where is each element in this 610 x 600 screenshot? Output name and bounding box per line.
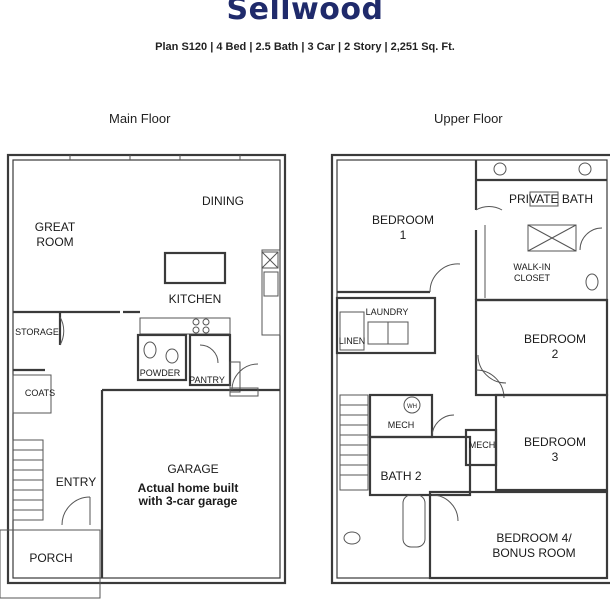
garage-label: GARAGE <box>167 462 218 476</box>
bedroom-3-label-2: 3 <box>552 450 559 464</box>
plan-specs: Plan S120 | 4 Bed | 2.5 Bath | 3 Car | 2… <box>155 41 455 53</box>
plan-title: Sellwood <box>226 0 384 27</box>
porch <box>0 529 101 599</box>
mech-room-1 <box>368 393 434 439</box>
entry-door <box>61 496 91 526</box>
kitchen-island <box>163 251 227 285</box>
upper-floor-plan <box>330 153 610 585</box>
pantry <box>188 333 232 387</box>
toilet-icon <box>343 531 361 545</box>
garage-note-line-1: Actual home built <box>138 481 239 495</box>
private-bath-label: PRIVATE BATH <box>509 192 593 206</box>
walk-in-closet-label-1: WALK-IN <box>513 262 550 272</box>
sink-icon <box>263 271 279 297</box>
bedroom-4 <box>428 490 609 580</box>
laundry-label: LAUNDRY <box>366 307 409 317</box>
bedroom-3 <box>494 393 609 492</box>
wh-label: WH <box>407 404 417 410</box>
garage-note-line-2: with 3-car garage <box>138 494 238 508</box>
shower-icon <box>527 224 577 252</box>
upper-floor-outline <box>330 153 610 585</box>
mech-2-label: MECH <box>469 440 496 450</box>
bedroom-1-label-2: 1 <box>400 228 407 242</box>
linen-closet <box>339 311 365 351</box>
bedroom-4-label-2: BONUS ROOM <box>492 546 575 560</box>
toilet-icon <box>143 341 157 359</box>
bath-sink-icon <box>493 162 507 176</box>
walk-in-closet-label-2: CLOSET <box>514 273 551 283</box>
great-room-label-2: ROOM <box>36 235 73 249</box>
bedroom-1-label-1: BEDROOM <box>372 213 434 227</box>
water-heater-icon <box>403 396 421 414</box>
bath-sink-icon <box>578 162 592 176</box>
kitchen-label: KITCHEN <box>169 292 222 306</box>
bath-2-label: BATH 2 <box>380 469 421 483</box>
bedroom-3-label-1: BEDROOM <box>524 435 586 449</box>
toilet-icon <box>585 273 599 291</box>
upper-floor-label: Upper Floor <box>434 111 503 126</box>
kitchen-range-counter <box>139 317 231 335</box>
coats-closet <box>12 374 52 414</box>
powder-label: POWDER <box>140 368 181 378</box>
coats-label: COATS <box>25 388 55 398</box>
great-room-label-1: GREAT <box>35 220 76 234</box>
bedroom-2-label-1: BEDROOM <box>524 332 586 346</box>
mech-1-label: MECH <box>388 420 415 430</box>
pantry-label: PANTRY <box>189 375 225 385</box>
main-stairs <box>12 439 44 521</box>
powder-sink-icon <box>165 348 179 364</box>
dining-label: DINING <box>202 194 244 208</box>
porch-label: PORCH <box>29 551 72 565</box>
laundry-room <box>335 296 437 355</box>
entry-label: ENTRY <box>56 475 96 489</box>
bedroom-4-label-1: BEDROOM 4/ <box>496 531 572 545</box>
fridge-icon <box>261 251 279 269</box>
bedroom-2-label-2: 2 <box>552 347 559 361</box>
upper-stairs <box>339 394 369 491</box>
main-floor-label: Main Floor <box>109 111 171 126</box>
main-floor-outline <box>6 153 287 585</box>
storage-label: STORAGE <box>15 327 59 337</box>
bathtub-icon <box>402 494 426 548</box>
powder-room <box>136 333 188 382</box>
main-floor-plan <box>0 153 287 599</box>
kitchen-counter <box>261 249 281 336</box>
linen-label: LINEN <box>339 336 366 346</box>
bath-2 <box>368 435 472 497</box>
